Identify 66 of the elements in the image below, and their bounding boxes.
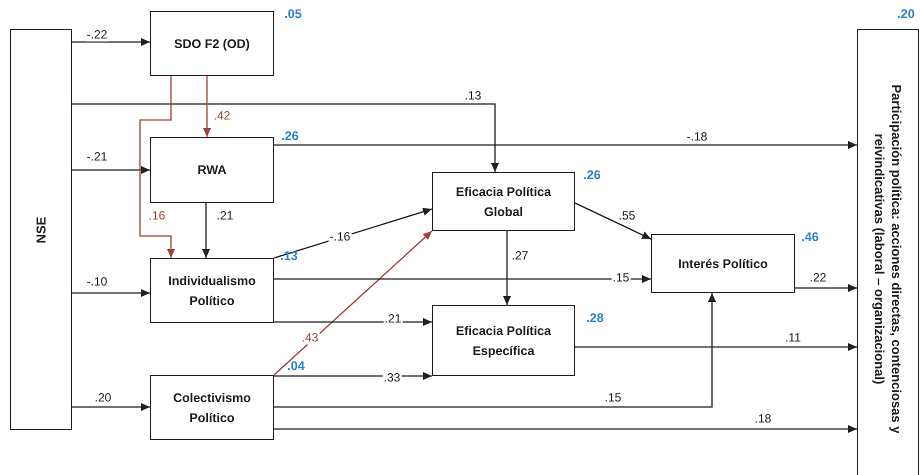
path-coefficient: -.16 bbox=[328, 230, 352, 244]
variable-label: Interés Político bbox=[677, 256, 769, 272]
variable-label: NSE bbox=[32, 215, 50, 245]
arrow bbox=[72, 103, 499, 172]
variable-box bbox=[150, 375, 274, 440]
path-coefficient: .42 bbox=[212, 110, 232, 122]
path-coefficient: .43 bbox=[300, 332, 320, 344]
arrow bbox=[274, 293, 716, 408]
arrow bbox=[574, 202, 652, 240]
r-squared-value: .46 bbox=[801, 230, 819, 244]
path-coefficient: .21 bbox=[216, 210, 234, 222]
arrow bbox=[274, 141, 857, 149]
path-coefficient: .13 bbox=[464, 90, 482, 102]
variable-label: Eficacia Política Específica bbox=[454, 322, 552, 360]
variable-box bbox=[10, 29, 72, 430]
variable-label: Eficacia Política Global bbox=[454, 184, 552, 220]
arrow bbox=[274, 208, 432, 259]
r-squared-value: .13 bbox=[280, 249, 298, 263]
path-coefficient: .22 bbox=[808, 272, 828, 284]
path-coefficient: .21 bbox=[384, 312, 402, 326]
variable-box bbox=[150, 137, 274, 203]
arrow bbox=[203, 76, 211, 137]
variable-label: Individualismo Político bbox=[167, 272, 257, 310]
variable-label: Colectivismo Político bbox=[172, 390, 252, 426]
path-coefficient: .33 bbox=[382, 372, 402, 384]
path-coefficient: .20 bbox=[94, 392, 112, 404]
variable-box bbox=[150, 258, 274, 323]
arrow bbox=[274, 425, 857, 433]
variable-label: Participación política: acciones directas, contenciosas y reivindicativas (laboral – organizacional) bbox=[871, 84, 905, 436]
arrow bbox=[274, 372, 432, 380]
variable-box bbox=[651, 234, 795, 293]
arrow bbox=[795, 284, 857, 292]
path-coefficient: .15 bbox=[604, 392, 622, 404]
arrow bbox=[72, 38, 150, 46]
path-coefficient: .11 bbox=[784, 332, 802, 344]
arrow bbox=[72, 289, 150, 297]
r-squared-value: .05 bbox=[284, 7, 302, 21]
arrow bbox=[274, 230, 432, 376]
path-coefficient: .27 bbox=[510, 250, 530, 262]
path-coefficient: -.21 bbox=[86, 150, 108, 164]
path-coefficient: .55 bbox=[618, 210, 636, 222]
variable-box bbox=[857, 29, 919, 475]
path-coefficient: .16 bbox=[148, 210, 166, 222]
path-coefficient: .15 bbox=[612, 272, 630, 284]
variable-label: SDO F2 (OD) bbox=[173, 36, 251, 53]
arrow bbox=[274, 318, 432, 326]
arrow bbox=[503, 231, 511, 305]
variable-box bbox=[432, 305, 575, 376]
path-coefficient: -.22 bbox=[86, 28, 108, 42]
arrow bbox=[202, 203, 210, 258]
variable-label: RWA bbox=[196, 162, 228, 179]
arrow bbox=[274, 275, 651, 283]
arrow bbox=[72, 166, 150, 174]
r-squared-value: .26 bbox=[281, 129, 299, 143]
r-squared-value: .28 bbox=[586, 311, 604, 325]
variable-box bbox=[432, 172, 575, 231]
path-coefficient: .18 bbox=[754, 412, 772, 426]
r-squared-value: .26 bbox=[583, 168, 601, 182]
path-coefficient: -.18 bbox=[686, 130, 708, 144]
variable-box bbox=[150, 11, 274, 76]
path-coefficient: -.10 bbox=[86, 276, 108, 288]
arrow bbox=[575, 343, 857, 351]
r-squared-value: .04 bbox=[287, 359, 305, 373]
arrow bbox=[72, 403, 150, 411]
arrow bbox=[139, 76, 175, 258]
r-squared-value: .20 bbox=[897, 7, 915, 21]
